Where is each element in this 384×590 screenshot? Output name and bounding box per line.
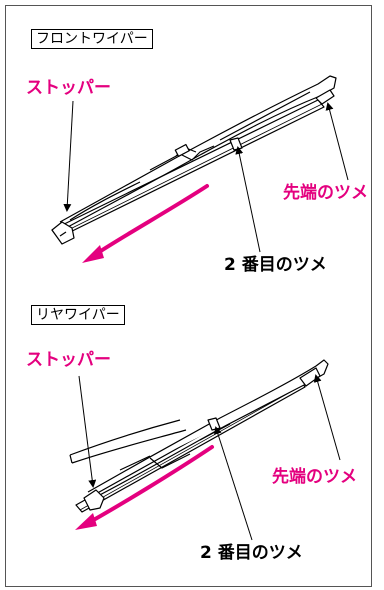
rear-stopper-label: ストッパー: [26, 350, 111, 370]
rear-section-label: リヤワイパー: [31, 305, 125, 325]
front-leader-lines: [63, 100, 349, 253]
front-wiper-blade: [51, 75, 337, 245]
front-stopper-label: ストッパー: [26, 78, 111, 98]
rear-leader-lines: [78, 374, 341, 541]
front-tip-claw-label: 先端のツメ: [283, 183, 368, 203]
front-section-label: フロントワイパー: [31, 29, 153, 49]
rear-tip-claw-label: 先端のツメ: [272, 467, 357, 487]
rear-wiper-blade: [69, 359, 329, 513]
front-direction-arrow: [82, 184, 209, 263]
figure-frame: [5, 5, 372, 587]
rear-second-claw-label: 2 番目のツメ: [200, 543, 303, 563]
rear-direction-arrow: [75, 445, 214, 530]
front-second-claw-label: 2 番目のツメ: [224, 255, 327, 275]
